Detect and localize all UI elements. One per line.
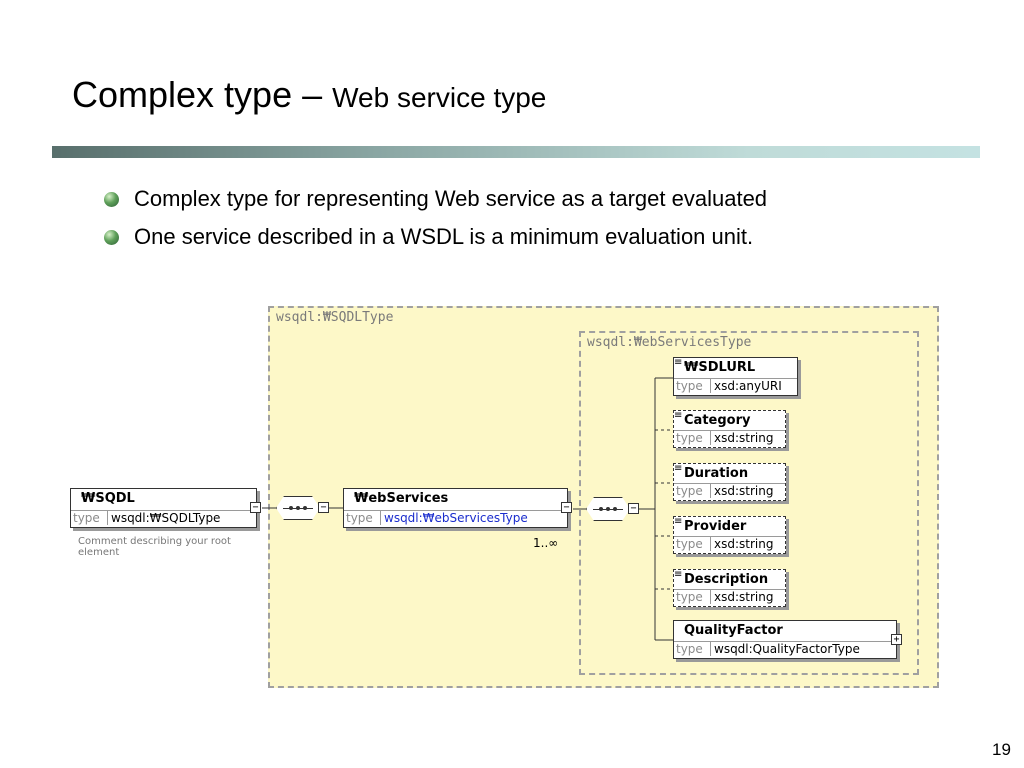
element-name: QualityFactor (684, 623, 783, 638)
bullet-item: Complex type for representing Web servic… (104, 184, 767, 222)
element-name: ₩SDLURL (684, 360, 756, 375)
expand-icon[interactable]: + (891, 634, 902, 645)
title-subtitle: Web service type (332, 82, 547, 113)
element-type: xsd:string (714, 537, 774, 551)
bullet-icon (104, 192, 119, 207)
element-type: wsqdl:QualityFactorType (714, 642, 860, 656)
annotation-icon: ≡ (674, 516, 683, 527)
element-type: wsqdl:₩SQDLType (111, 511, 221, 525)
root-comment: Comment describing your root element (78, 536, 231, 558)
bullet-text: Complex type for representing Web servic… (134, 186, 768, 211)
element-type: xsd:anyURI (714, 379, 782, 393)
annotation-icon: ≡ (674, 463, 683, 474)
bullet-list: Complex type for representing Web servic… (104, 184, 767, 260)
webservices-type-label: wsqdl:₩ebServicesType (587, 335, 752, 350)
sequence-icon (276, 496, 320, 520)
annotation-icon: ≡ (674, 410, 683, 421)
bullet-text: One service described in a WSDL is a min… (134, 224, 754, 249)
collapse-icon[interactable]: − (628, 503, 639, 514)
element-type-link[interactable]: wsqdl:₩ebServicesType (384, 511, 528, 525)
bullet-icon (104, 230, 119, 245)
element-name: ₩SQDL (81, 491, 135, 506)
element-type: xsd:string (714, 484, 774, 498)
element-name: ₩ebServices (354, 491, 449, 506)
element-name: Description (684, 572, 769, 587)
element-type: xsd:string (714, 590, 774, 604)
collapse-icon[interactable]: − (250, 502, 261, 513)
cardinality-label: 1..∞ (533, 536, 559, 550)
annotation-icon: ≡ (674, 569, 683, 580)
element-name: Provider (684, 519, 747, 534)
title-main: Complex type – (72, 74, 333, 115)
bullet-item: One service described in a WSDL is a min… (104, 222, 767, 260)
wsqdl-type-label: wsqdl:₩SQDLType (276, 310, 394, 325)
page-number: 19 (992, 740, 1011, 759)
annotation-icon: ≡ (674, 357, 683, 368)
sequence-icon (586, 497, 630, 521)
collapse-icon[interactable]: − (318, 502, 329, 513)
element-type: xsd:string (714, 431, 774, 445)
title-divider (52, 146, 980, 158)
slide-title: Complex type – Web service type (72, 74, 546, 116)
element-name: Duration (684, 466, 749, 481)
collapse-icon[interactable]: − (561, 502, 572, 513)
element-name: Category (684, 413, 751, 428)
webservices-type-container (579, 331, 919, 675)
